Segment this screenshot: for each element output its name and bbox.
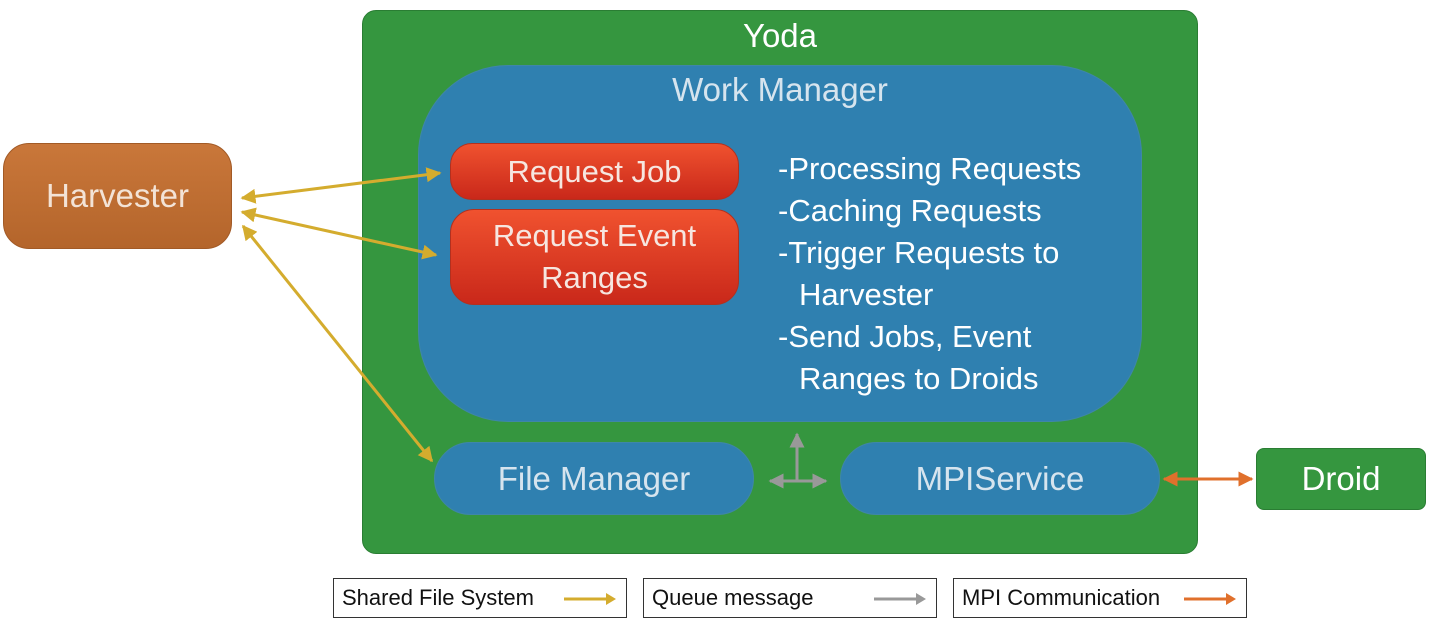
legend-label: Shared File System (342, 585, 534, 610)
arrow-harvester-request-job (240, 167, 442, 204)
responsibility-item: Ranges to Droids (799, 361, 1039, 396)
legend-arrow-icon (874, 593, 926, 605)
request-event-label-line2: Ranges (541, 260, 648, 295)
droid-label: Droid (1301, 460, 1381, 497)
request-job-label: Request Job (507, 153, 682, 189)
legend-label: MPI Communication (962, 585, 1161, 610)
mpi-service-box: MPIService (840, 442, 1160, 515)
request-event-ranges-box: Request Event Ranges (450, 209, 739, 305)
work-manager-responsibilities: -Processing Requests -Caching Requests -… (778, 148, 1138, 400)
file-manager-label: File Manager (497, 459, 691, 497)
work-manager-title: Work Manager (672, 71, 888, 108)
legend-shared-file-system: Shared File System (333, 578, 627, 618)
responsibility-item: -Send Jobs, Event (778, 319, 1032, 354)
responsibility-item: Harvester (799, 277, 934, 312)
legend-arrow-icon (1184, 593, 1236, 605)
request-event-label-line1: Request Event (492, 218, 697, 253)
legend-mpi-communication: MPI Communication (953, 578, 1247, 618)
responsibility-item: -Caching Requests (778, 193, 1042, 228)
yoda-title: Yoda (742, 17, 818, 54)
responsibility-item: -Trigger Requests to (778, 235, 1060, 270)
request-job-box: Request Job (450, 143, 739, 200)
responsibility-item: -Processing Requests (778, 151, 1082, 186)
arrow-harvester-file-manager (241, 224, 434, 463)
legend-label: Queue message (652, 585, 814, 610)
droid-box: Droid (1256, 448, 1426, 510)
harvester-label: Harvester (45, 177, 190, 214)
mpi-service-label: MPIService (915, 459, 1085, 497)
harvester-box: Harvester (3, 143, 232, 249)
file-manager-box: File Manager (434, 442, 754, 515)
legend-queue-message: Queue message (643, 578, 937, 618)
arrow-harvester-request-event (240, 207, 438, 260)
legend-arrow-icon (564, 593, 616, 605)
